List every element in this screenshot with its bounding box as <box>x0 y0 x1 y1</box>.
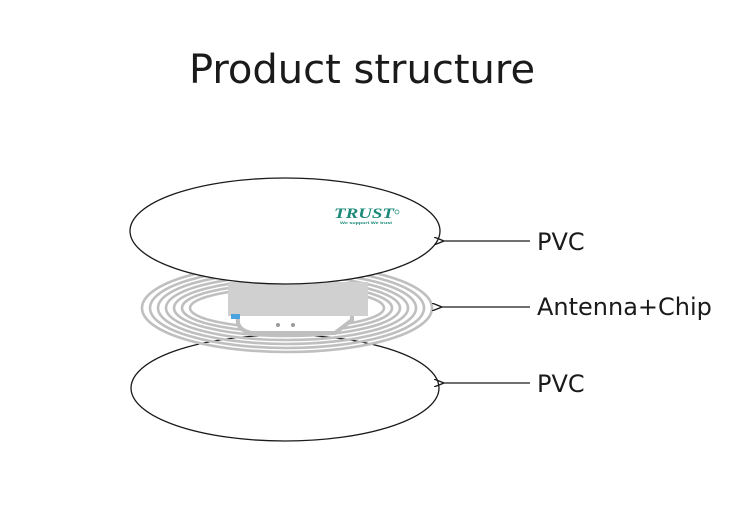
trust-logo: TRUST We support We trust <box>334 206 400 225</box>
chip-dot <box>291 323 295 327</box>
label-top-pvc: PVC <box>537 228 585 256</box>
logo-text: TRUST <box>334 206 395 222</box>
chip-dot <box>276 323 280 327</box>
logo-tagline: We support We trust <box>340 221 393 225</box>
chip-marker <box>231 314 240 319</box>
chip-module <box>228 282 368 316</box>
label-bottom-pvc: PVC <box>537 370 585 398</box>
registered-mark-icon <box>394 209 400 215</box>
top-pvc-disc <box>129 177 441 285</box>
page-title: Product structure <box>189 47 535 93</box>
label-antenna-chip: Antenna+Chip <box>537 293 712 321</box>
